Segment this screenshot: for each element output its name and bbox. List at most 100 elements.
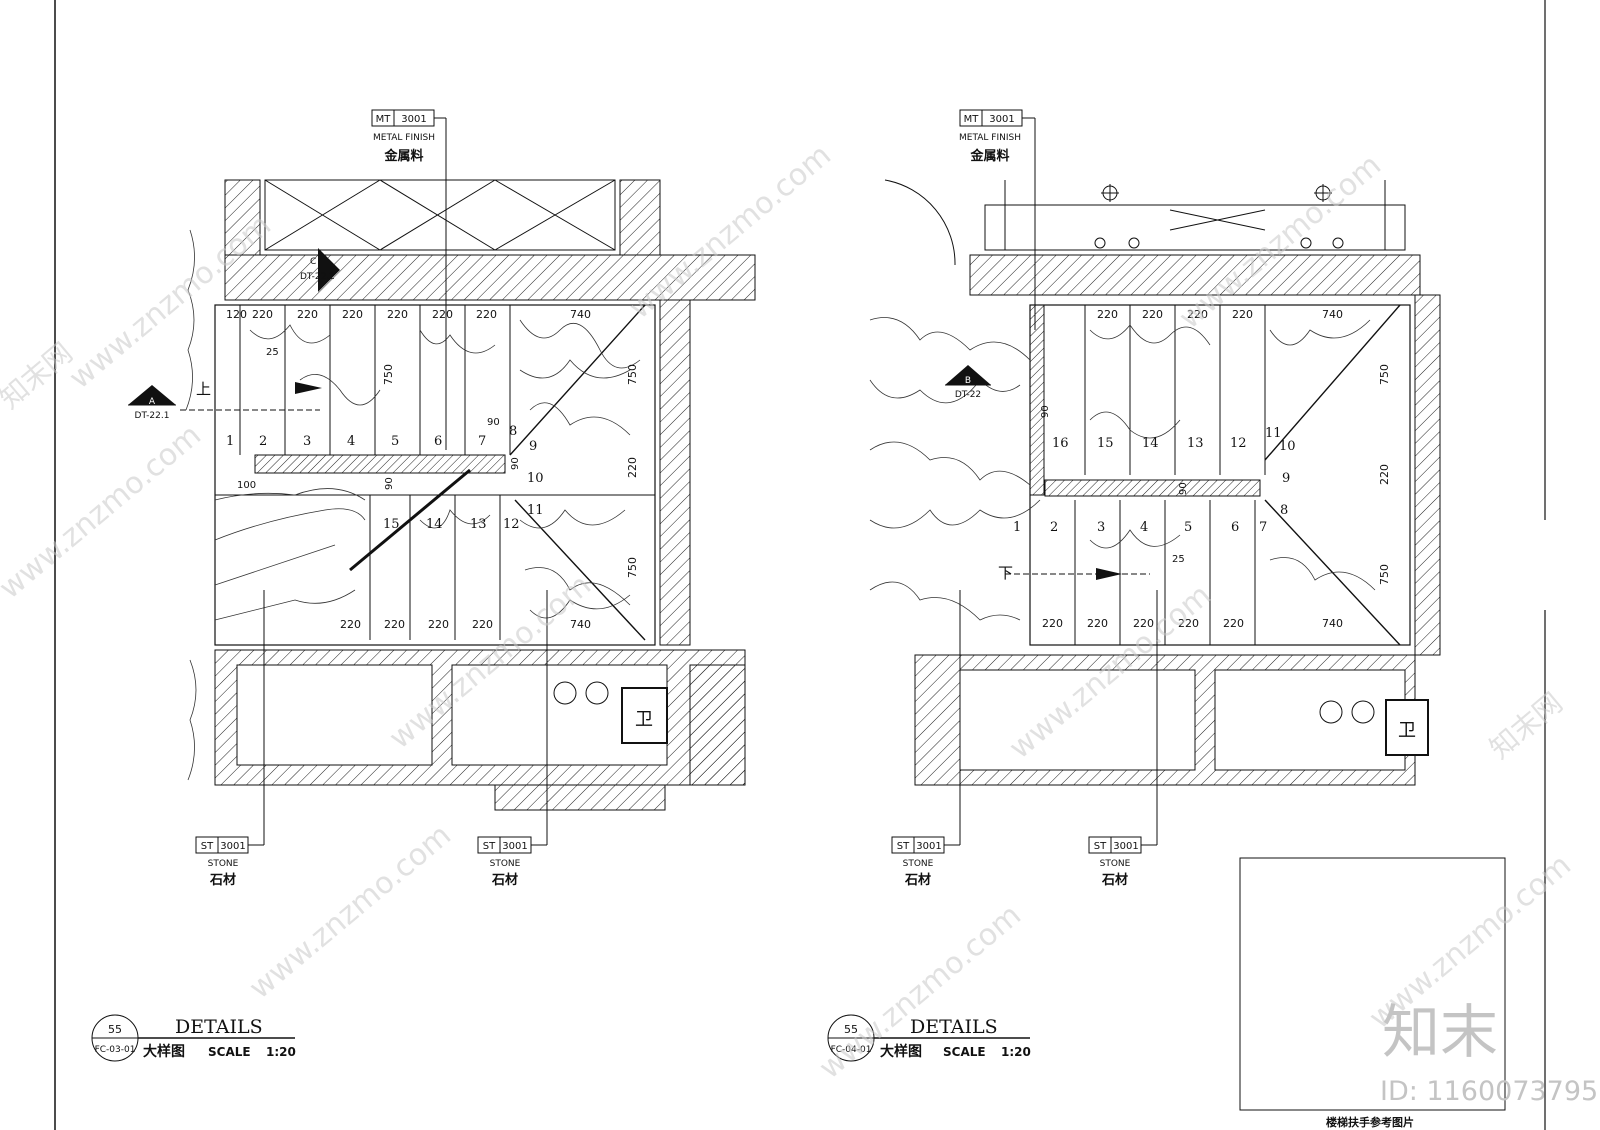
callout-en: STONE xyxy=(490,859,521,869)
dim: 220 xyxy=(1187,308,1208,321)
callout-cn: 石材 xyxy=(491,872,518,888)
callout-en: STONE xyxy=(903,859,934,869)
left-winder-diag-1 xyxy=(509,304,646,456)
watermark-logo: 知末 xyxy=(1382,998,1498,1066)
step-number: 1 xyxy=(1013,520,1021,535)
right-metal-callout: MT 3001 METAL FINISH 金属料 xyxy=(959,109,1036,330)
section-ref: DT-22 xyxy=(955,390,981,400)
step-number: 14 xyxy=(1142,436,1159,451)
step-number: 13 xyxy=(1187,436,1204,451)
right-step-numbers: 1 2 3 4 5 6 7 8 9 10 11 12 13 14 15 16 xyxy=(1013,426,1296,535)
callout-en: METAL FINISH xyxy=(959,133,1021,143)
left-lower-dims: 220 220 220 220 740 xyxy=(340,618,591,631)
right-faucet-1 xyxy=(1094,184,1140,249)
left-metal-callout: MT 3001 METAL FINISH 金属料 xyxy=(371,109,447,450)
dim: 220 xyxy=(340,618,361,631)
step-number: 7 xyxy=(1259,520,1267,535)
title-cn: 大样图 xyxy=(880,1043,922,1060)
left-marble-veins xyxy=(214,319,641,621)
left-detail-plan: 卫 xyxy=(185,179,756,811)
dim: 220 xyxy=(1142,308,1163,321)
title-circle-ref: FC-03-01 xyxy=(95,1045,136,1055)
dim: 740 xyxy=(570,308,591,321)
dim: 220 xyxy=(428,618,449,631)
left-winder-diag-2 xyxy=(514,499,646,641)
callout-code: ST xyxy=(483,841,496,852)
step-number: 6 xyxy=(1231,520,1239,535)
dim: 90 xyxy=(510,457,521,470)
step-number: 4 xyxy=(347,434,355,449)
dim: 220 xyxy=(1087,617,1108,630)
dim: 220 xyxy=(384,618,405,631)
left-edge-marble xyxy=(185,229,197,781)
step-number: 10 xyxy=(527,471,544,486)
left-top-wall-a xyxy=(224,179,261,256)
callout-cn: 石材 xyxy=(209,872,236,888)
dim: 740 xyxy=(570,618,591,631)
step-number: 10 xyxy=(1279,439,1296,454)
step-number: 14 xyxy=(426,517,443,532)
right-lower-treads xyxy=(1074,500,1256,645)
dim: 220 xyxy=(626,457,639,478)
left-up-label: 上 xyxy=(196,380,211,398)
right-door-swing xyxy=(884,179,956,266)
left-landing-wall xyxy=(224,254,756,301)
right-toilet-label: 卫 xyxy=(1398,720,1416,741)
left-walk-arrow xyxy=(295,382,322,394)
dim: 220 xyxy=(1133,617,1154,630)
step-number: 6 xyxy=(434,434,442,449)
callout-code: MT xyxy=(376,114,392,125)
left-winder-diag-3 xyxy=(349,468,471,572)
section-letter: A xyxy=(149,397,156,407)
right-marble-veins xyxy=(869,317,1376,621)
step-number: 11 xyxy=(1265,426,1282,441)
right-faucet-2 xyxy=(1300,184,1344,249)
callout-number: 3001 xyxy=(1113,841,1138,852)
left-upper-dims: 120 220 220 220 220 220 220 740 xyxy=(226,308,591,321)
right-right-dims: 750 220 750 xyxy=(1378,364,1391,585)
dim: 25 xyxy=(1172,554,1185,565)
title-circle-num: 55 xyxy=(108,1023,122,1036)
watermark-site: 知末网 xyxy=(1483,686,1569,765)
left-elevator-boxes xyxy=(264,179,616,251)
right-upper-treads xyxy=(1084,305,1266,475)
step-number: 3 xyxy=(303,434,311,449)
reference-caption: 楼梯扶手参考图片 xyxy=(1326,1115,1414,1129)
left-handrail-band xyxy=(254,454,506,474)
callout-en: STONE xyxy=(208,859,239,869)
dim: 90 xyxy=(487,417,500,428)
left-top-wall-b xyxy=(619,179,661,256)
title-scale-label: SCALE xyxy=(943,1045,986,1059)
callout-number: 3001 xyxy=(220,841,245,852)
step-number: 11 xyxy=(527,503,544,518)
section-letter: B xyxy=(965,376,971,386)
watermark-id: ID: 1160073795 xyxy=(1380,1076,1598,1107)
left-lower-right-wall xyxy=(689,664,746,786)
watermark-url: www.znzmo.com xyxy=(243,818,458,1007)
dim: 90 xyxy=(1040,405,1051,418)
step-number: 5 xyxy=(391,434,399,449)
title-en: DETAILS xyxy=(910,1016,998,1038)
right-right-wall xyxy=(1414,294,1441,656)
right-down-label: 下 xyxy=(998,564,1013,582)
callout-number: 3001 xyxy=(989,114,1014,125)
step-number: 5 xyxy=(1184,520,1192,535)
dim: 750 xyxy=(626,557,639,578)
watermark-url: www.znzmo.com xyxy=(1173,148,1388,337)
dim: 750 xyxy=(1378,364,1391,385)
left-bottom-stub xyxy=(494,784,666,811)
dim: 90 xyxy=(384,477,395,490)
right-toilet-symbol xyxy=(1385,699,1429,756)
dim: 220 xyxy=(342,308,363,321)
dim: 740 xyxy=(1322,308,1343,321)
step-number: 9 xyxy=(529,439,537,454)
right-section-b-marker: B DT-22 xyxy=(945,365,991,400)
callout-number: 3001 xyxy=(916,841,941,852)
dim: 220 xyxy=(432,308,453,321)
step-number: 8 xyxy=(509,424,517,439)
left-section-c-marker: C DT-22.2 xyxy=(300,248,340,292)
right-drain-1 xyxy=(1319,700,1343,724)
step-number: 2 xyxy=(1050,520,1058,535)
left-small-dims: 25 90 90 90 100 xyxy=(237,347,521,491)
